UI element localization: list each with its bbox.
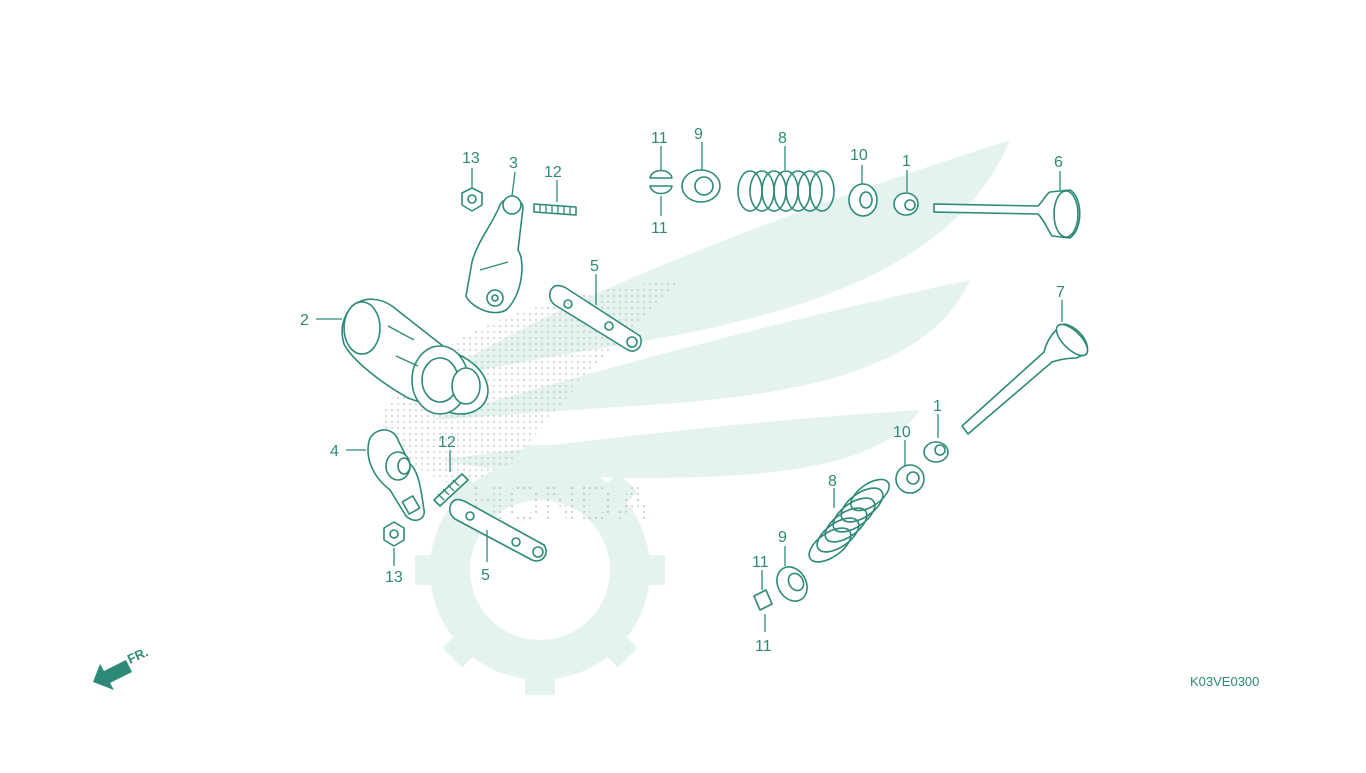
callout-5-bottom: 5	[481, 567, 490, 584]
callout-11-top-a: 11	[651, 130, 668, 147]
wing-logo-watermark	[380, 140, 1010, 695]
front-direction-indicator: FR.	[93, 644, 150, 690]
part-13-nut-top[interactable]	[461, 168, 483, 212]
callout-12-bottom: 12	[438, 434, 456, 451]
part-3-rocker-arm[interactable]	[465, 171, 524, 314]
callout-1-bottom: 1	[933, 398, 942, 415]
part-7-exhaust-valve[interactable]	[961, 300, 1093, 435]
callout-1-top: 1	[902, 153, 911, 170]
part-11-valve-cotter-bottom[interactable]	[753, 570, 773, 632]
callout-8-top: 8	[778, 130, 787, 147]
callout-10-top: 10	[850, 147, 868, 164]
part-4-rocker-arm[interactable]	[346, 429, 425, 522]
part-5-rocker-shaft-top[interactable]	[548, 274, 642, 352]
callout-11-bottom-b: 11	[755, 638, 772, 655]
callout-9-bottom: 9	[778, 529, 787, 546]
callout-8-bottom: 8	[828, 473, 837, 490]
callout-11-bottom-a: 11	[752, 554, 769, 571]
callout-12-top: 12	[544, 164, 562, 181]
callout-10-bottom: 10	[893, 424, 911, 441]
callout-13-bottom: 13	[385, 569, 403, 586]
part-1-stem-seal-top[interactable]	[893, 170, 919, 216]
callout-11-top-b: 11	[651, 220, 668, 237]
callout-13-top: 13	[462, 150, 480, 167]
part-6-intake-valve[interactable]	[933, 171, 1081, 239]
part-1-stem-seal-bottom[interactable]	[923, 414, 949, 463]
part-9-spring-retainer-top[interactable]	[681, 142, 721, 203]
callout-6: 6	[1054, 154, 1063, 171]
part-2-camshaft[interactable]	[316, 298, 489, 415]
callout-2: 2	[300, 312, 309, 329]
part-5-rocker-shaft-bottom[interactable]	[448, 498, 547, 562]
callout-3: 3	[509, 155, 518, 172]
part-10-spring-seat-top[interactable]	[848, 165, 878, 217]
callout-5-top: 5	[590, 258, 599, 275]
part-13-nut-bottom[interactable]	[383, 521, 405, 566]
callout-7: 7	[1056, 284, 1065, 301]
part-8-valve-spring-bottom[interactable]	[803, 473, 894, 568]
front-arrow-icon	[93, 660, 132, 690]
callout-4: 4	[330, 443, 339, 460]
figure-code: K03VE0300	[1190, 674, 1259, 689]
part-11-valve-cotter-top[interactable]	[649, 146, 673, 216]
part-12-adjusting-screw-bottom[interactable]	[433, 450, 469, 507]
part-9-spring-retainer-bottom[interactable]	[771, 546, 813, 607]
front-label: FR.	[125, 644, 150, 666]
part-10-spring-seat-bottom[interactable]	[895, 440, 925, 494]
part-8-valve-spring-top[interactable]	[737, 146, 835, 212]
callout-9-top: 9	[694, 126, 703, 143]
part-12-adjusting-screw-top[interactable]	[533, 180, 577, 216]
